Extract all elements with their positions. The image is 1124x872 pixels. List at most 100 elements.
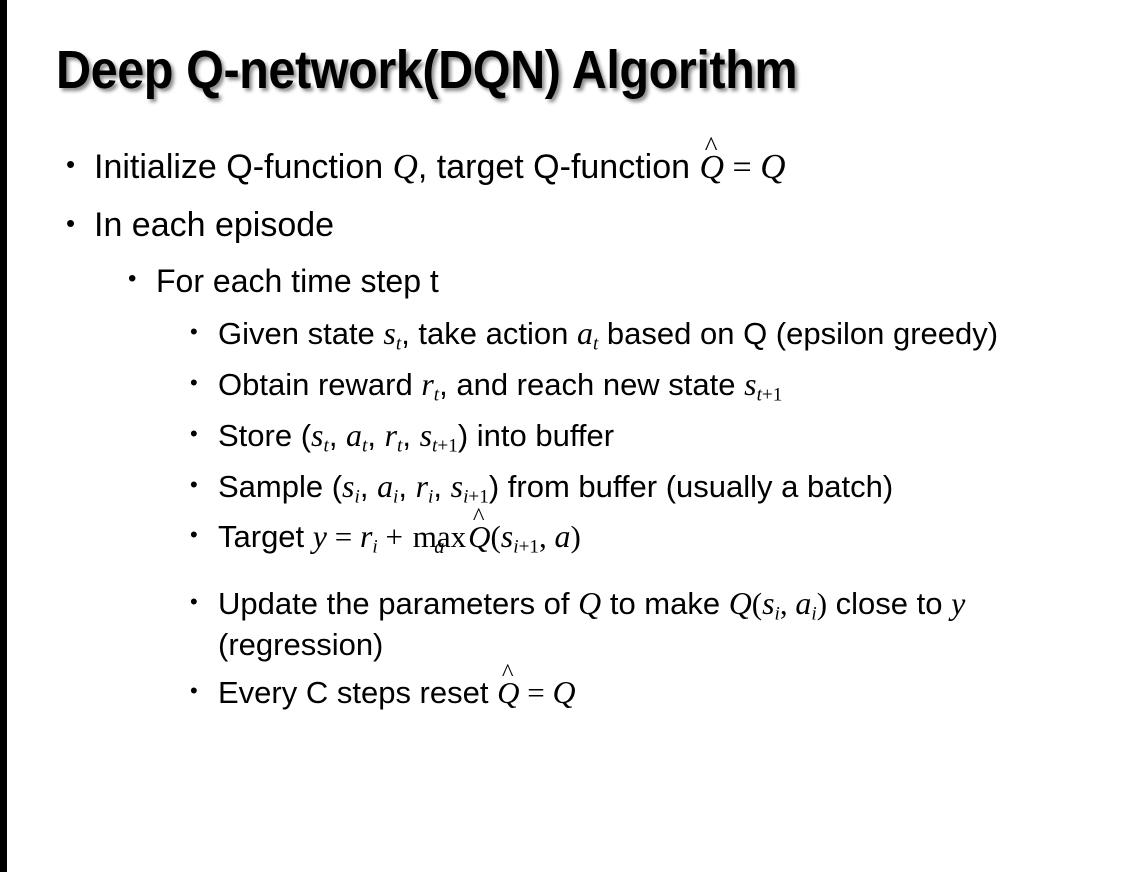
bullet-marker-icon: •: [66, 149, 76, 179]
math-s-2-subscript: i+1: [463, 486, 489, 507]
bullet-marker-icon: •: [66, 207, 76, 238]
math-a: a: [554, 519, 571, 555]
bullet-marker-icon: •: [190, 522, 198, 548]
math-paren-close: ): [570, 519, 581, 555]
bullet-obtain-reward: • Obtain reward rt, and reach new state …: [0, 366, 1124, 407]
bullet-given-state: • Given state st, take action at based o…: [0, 315, 1124, 356]
text-fragment: Initialize Q-function: [94, 148, 393, 186]
text-fragment: Given state: [218, 316, 384, 352]
math-s-2: s: [450, 468, 464, 504]
math-q: Q: [552, 674, 576, 710]
bullet-update-parameters-text: Update the parameters of Q to make Q(si,…: [218, 585, 1098, 664]
math-max-label: max: [412, 519, 467, 555]
math-s-1-subscript: i: [354, 486, 360, 508]
math-r-subscript: t: [433, 384, 440, 406]
bullet-update-parameters: • Update the parameters of Q to make Q(s…: [0, 585, 1124, 664]
math-a-1-subscript: t: [362, 435, 368, 457]
math-plus: +: [377, 519, 411, 555]
bullet-sample-batch: • Sample (si, ai, ri, si+1) from buffer …: [0, 468, 1124, 509]
bullet-initialize: • Initialize Q-function Q, target Q-func…: [0, 133, 1124, 189]
subscript-offset: +1: [437, 435, 458, 457]
text-fragment: to make: [601, 586, 729, 622]
math-paren-close: ): [816, 586, 828, 622]
math-s-subscript: t+1: [757, 384, 783, 405]
math-a-subscript: t: [592, 333, 599, 355]
math-a-1: a: [377, 468, 394, 504]
subscript-index: i: [463, 486, 469, 508]
bullet-marker-icon: •: [190, 471, 198, 497]
math-q-hat: ^Q: [497, 661, 519, 712]
math-s-subscript: t: [395, 333, 402, 355]
math-a-1-subscript: i: [393, 486, 399, 508]
text-fragment: Store (: [218, 417, 312, 453]
math-s: s: [500, 519, 514, 555]
bullet-in-each-episode: • In each episode: [0, 205, 1124, 246]
math-s-subscript: i: [774, 603, 780, 625]
bullet-for-each-time-step: • For each time step t: [0, 262, 1124, 301]
subscript-offset: +1: [518, 536, 540, 558]
text-fragment: , and reach new state: [439, 367, 745, 403]
math-r: r: [421, 367, 434, 403]
page-title: Deep Q-network(DQN) Algorithm: [56, 40, 798, 100]
text-fragment: ,: [402, 417, 420, 453]
math-s: s: [744, 367, 757, 403]
text-fragment: Sample (: [218, 468, 343, 504]
subscript-offset: +1: [468, 486, 489, 508]
math-paren-open: (: [490, 519, 501, 555]
math-r-subscript: i: [372, 536, 378, 558]
math-s: s: [762, 586, 775, 622]
bullet-marker-icon: •: [190, 677, 198, 703]
math-q-hat-base: Q: [699, 149, 725, 186]
math-r-1: r: [384, 417, 398, 453]
math-s-1-subscript: t: [323, 435, 329, 457]
text-fragment: ,: [359, 468, 378, 504]
subscript-index: i: [513, 536, 519, 558]
bullet-marker-icon: •: [128, 265, 137, 293]
bullet-marker-icon: •: [190, 319, 198, 345]
bullet-for-each-time-step-text: For each time step t: [156, 263, 439, 300]
math-r-1-subscript: i: [428, 486, 434, 508]
bullet-marker-icon: •: [190, 589, 198, 615]
bullet-marker-icon: •: [190, 420, 198, 446]
bullet-given-state-text: Given state st, take action at based on …: [218, 315, 1098, 356]
math-q-2: Q: [728, 586, 752, 622]
text-fragment: Update the parameters of: [218, 586, 579, 622]
subscript-index: t: [756, 384, 762, 406]
text-fragment: based on Q (epsilon greedy): [598, 316, 999, 352]
bullet-sample-batch-text: Sample (si, ai, ri, si+1) from buffer (u…: [218, 468, 1098, 509]
math-y: y: [951, 586, 966, 622]
math-s-2: s: [419, 417, 433, 453]
text-fragment: , take action: [401, 316, 577, 352]
bullet-obtain-reward-text: Obtain reward rt, and reach new state st…: [218, 366, 1098, 407]
bullet-marker-icon: •: [190, 370, 198, 396]
subscript-index: t: [432, 435, 438, 457]
math-a-subscript: i: [811, 603, 817, 625]
text-fragment: ,: [398, 468, 416, 504]
math-a-1: a: [346, 417, 363, 453]
hat-accent-icon: ^: [472, 504, 485, 532]
bullet-store-transition: • Store (st, at, rt, st+1) into buffer: [0, 417, 1124, 458]
math-max-underscript: a: [434, 536, 445, 559]
subscript-offset: +1: [761, 384, 783, 406]
text-fragment: (regression): [218, 627, 384, 663]
bullet-initialize-text: Initialize Q-function Q, target Q-functi…: [94, 133, 1094, 189]
bullet-reset-target-network-text: Every C steps reset ^Q = Q: [218, 661, 1098, 713]
math-comma: ,: [779, 586, 796, 622]
math-s: s: [383, 316, 396, 352]
math-q-hat-base: Q: [468, 519, 491, 555]
text-fragment: Obtain reward: [218, 367, 422, 403]
math-q-hat: ^Q: [699, 133, 725, 188]
bullet-reset-target-network: • Every C steps reset ^Q = Q: [0, 661, 1124, 713]
math-q: Q: [392, 147, 418, 186]
text-fragment: Target: [218, 519, 313, 555]
math-a: a: [795, 586, 812, 622]
text-fragment: ,: [367, 417, 385, 453]
text-fragment: ,: [433, 468, 451, 504]
hat-accent-icon: ^: [704, 131, 718, 162]
math-s-2-subscript: t+1: [432, 435, 458, 456]
math-equals: =: [724, 149, 761, 186]
